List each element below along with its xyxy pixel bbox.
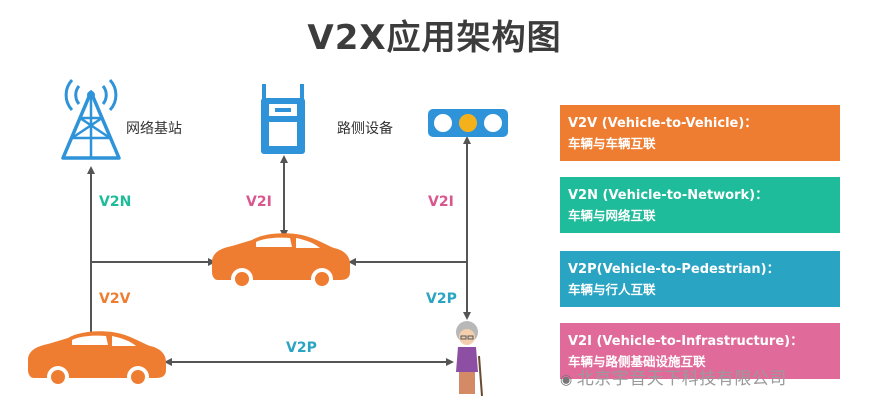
roadside-unit-label: 路侧设备 xyxy=(337,121,393,137)
car-icon-bottom-left xyxy=(28,331,166,388)
legend-v2n-desc: 车辆与网络互联 xyxy=(568,208,656,223)
legend-v2i-title: V2I (Vehicle-to-Infrastructure)： xyxy=(568,334,804,349)
legend-v2n-title: V2N (Vehicle-to-Network)： xyxy=(568,188,769,203)
connection-lines xyxy=(87,136,471,366)
pedestrian-icon xyxy=(456,321,483,397)
v2p-vertical-label: V2P xyxy=(426,291,457,307)
legend-v2p: V2P(Vehicle-to-Pedestrian)： 车辆与行人互联 xyxy=(560,251,840,307)
watermark: ◉北京宇音天下科技有限公司 xyxy=(560,364,787,389)
traffic-light-icon xyxy=(428,109,508,137)
v2v-label: V2V xyxy=(99,291,131,307)
legend-v2n: V2N (Vehicle-to-Network)： 车辆与网络互联 xyxy=(560,177,840,233)
weibo-logo-icon: ◉ xyxy=(560,372,573,388)
legend-v2i-desc: 车辆与路侧基础设施互联 xyxy=(568,354,706,369)
base-station-label: 网络基站 xyxy=(126,121,182,137)
legend-v2p-title: V2P(Vehicle-to-Pedestrian)： xyxy=(568,262,780,277)
roadside-unit-icon xyxy=(261,84,305,154)
v2i-light-label: V2I xyxy=(428,194,454,210)
legend-v2v-desc: 车辆与车辆互联 xyxy=(568,136,656,151)
legend-v2p-desc: 车辆与行人互联 xyxy=(568,282,656,297)
page-title: V2X应用架构图 xyxy=(307,18,562,58)
v2n-label: V2N xyxy=(99,194,132,210)
legend-v2v-title: V2V (Vehicle-to-Vehicle)： xyxy=(568,116,758,131)
v2p-horizontal-label: V2P xyxy=(286,340,317,356)
legend-v2i: V2I (Vehicle-to-Infrastructure)： 车辆与路侧基础… xyxy=(560,323,840,379)
v2i-rsu-label: V2I xyxy=(246,194,272,210)
car-icon-middle xyxy=(212,233,350,290)
legend-v2v: V2V (Vehicle-to-Vehicle)： 车辆与车辆互联 xyxy=(560,105,840,161)
cell-tower-icon xyxy=(61,78,121,160)
watermark-text: 北京宇音天下科技有限公司 xyxy=(576,369,787,389)
